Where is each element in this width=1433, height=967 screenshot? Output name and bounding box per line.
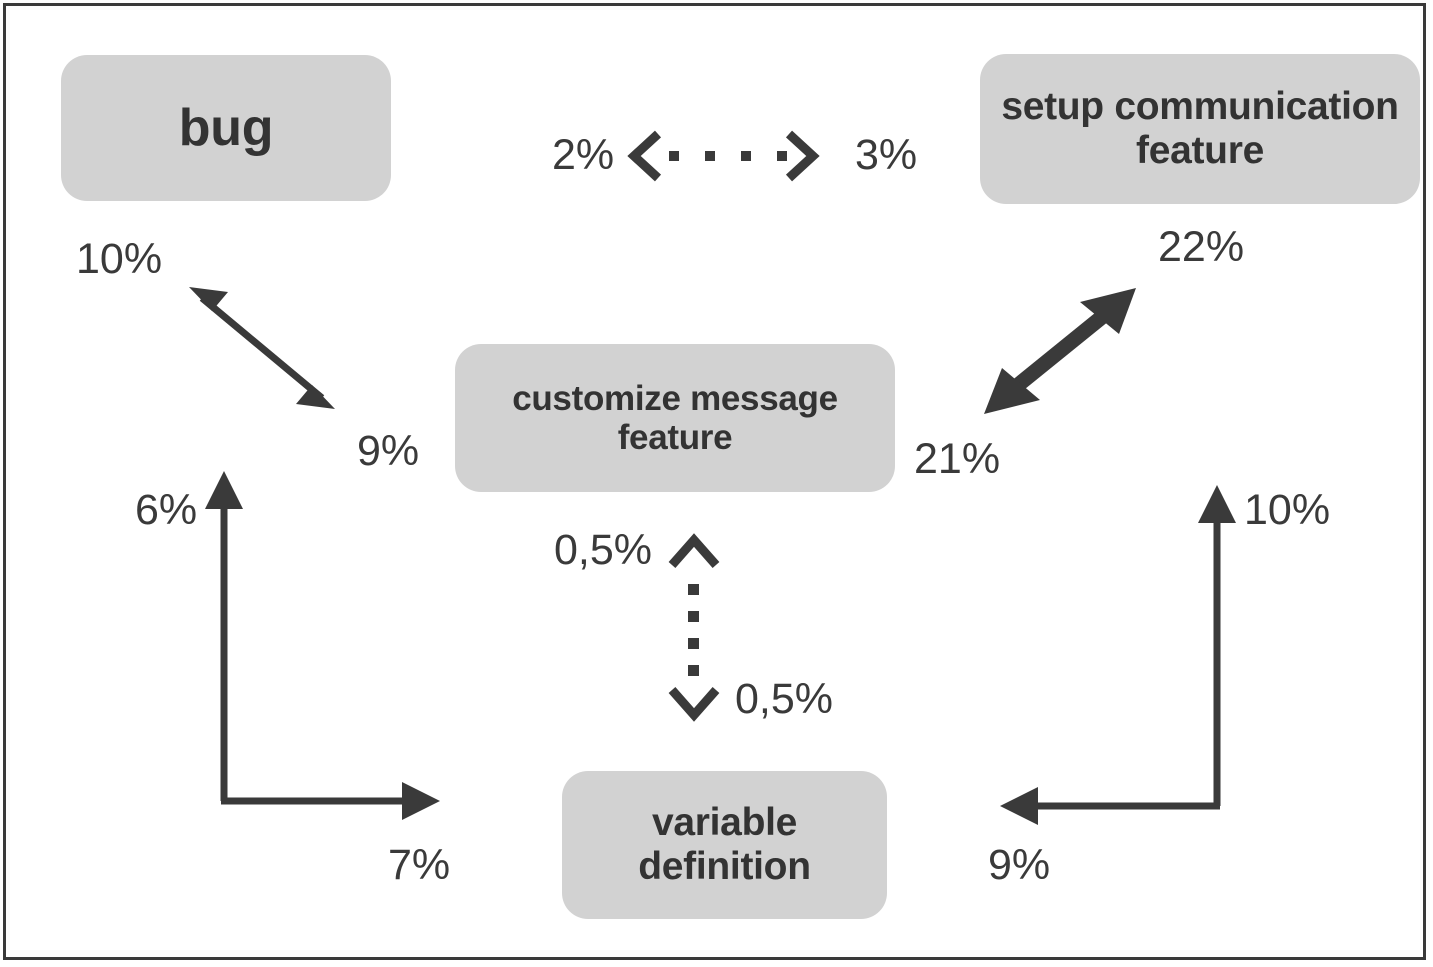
label-top-dotted-left: 2% xyxy=(552,131,615,179)
label-right-vertical: 10% xyxy=(1244,486,1331,534)
node-setup-communication-feature-label: setup communication feature xyxy=(1001,85,1399,172)
label-top-dotted-right: 3% xyxy=(855,131,918,179)
node-setup-communication-feature[interactable]: setup communication feature xyxy=(980,54,1420,204)
edge-right-L xyxy=(1000,485,1236,825)
node-variable-definition[interactable]: variable definition xyxy=(562,771,887,919)
edge-setup-customize-diagonal xyxy=(984,288,1136,414)
label-left-vertical: 6% xyxy=(135,486,198,534)
node-bug-label: bug xyxy=(178,98,274,157)
edge-bug-to-setup-dotted xyxy=(627,130,820,182)
label-center-dotted-up: 0,5% xyxy=(554,526,653,574)
node-customize-message-feature[interactable]: customize message feature xyxy=(455,344,895,492)
label-bug-customize-up: 10% xyxy=(76,235,163,283)
label-center-dotted-down: 0,5% xyxy=(735,675,834,723)
node-variable-definition-label: variable definition xyxy=(638,801,811,888)
label-right-diagonal-down: 21% xyxy=(914,435,1001,483)
node-customize-message-feature-label: customize message feature xyxy=(512,378,838,457)
label-bug-customize-down: 9% xyxy=(357,427,420,475)
diagram-frame: bug setup communication feature customiz… xyxy=(3,3,1426,960)
label-left-horizontal: 7% xyxy=(388,841,451,889)
node-bug[interactable]: bug xyxy=(61,55,391,201)
label-right-diagonal-up: 22% xyxy=(1158,223,1245,271)
edge-left-L xyxy=(205,471,440,820)
edge-customize-variable-dotted xyxy=(668,533,720,722)
label-right-horizontal: 9% xyxy=(988,841,1051,889)
edge-bug-customize-diagonal xyxy=(189,287,335,409)
